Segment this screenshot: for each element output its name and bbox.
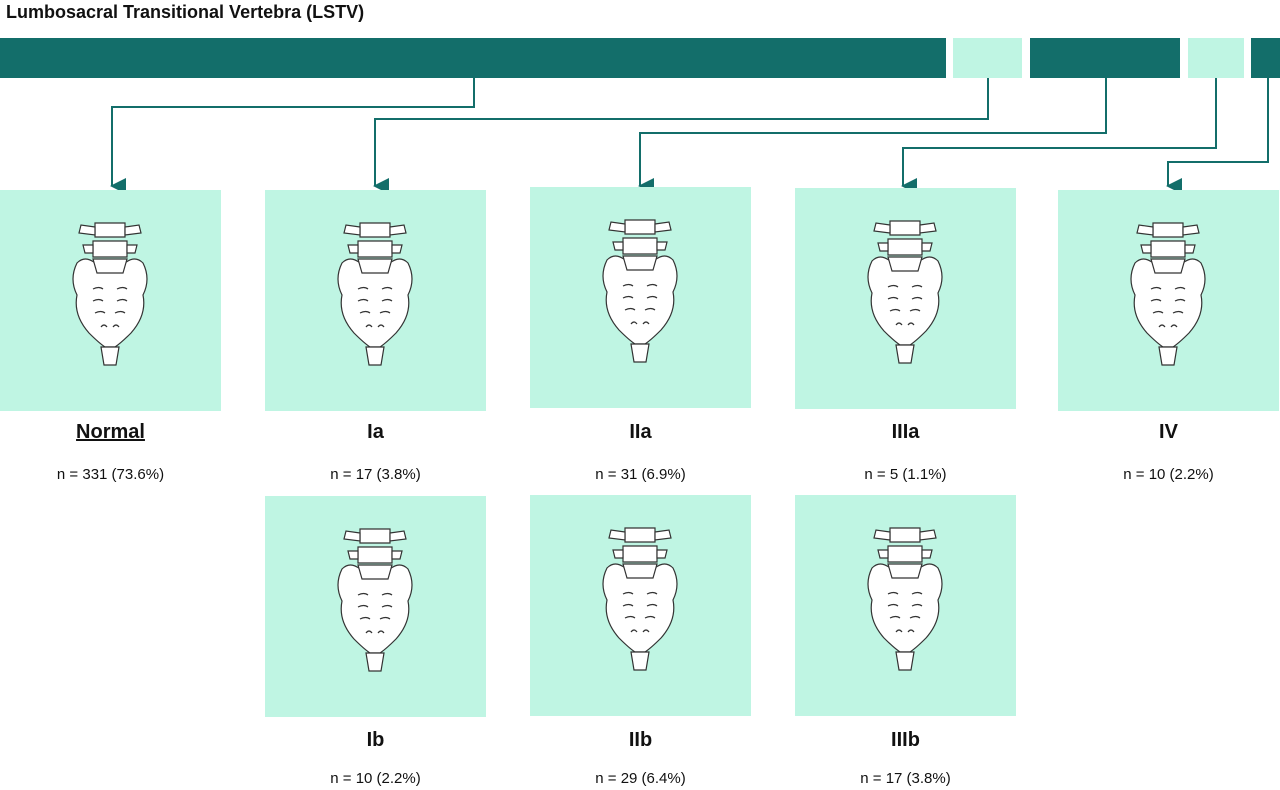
count-normal: n = 331 (73.6%) xyxy=(56,466,165,483)
count-iiia: n = 5 (1.1%) xyxy=(864,466,947,483)
bar-segment-type-ii xyxy=(1030,38,1180,78)
panel-normal xyxy=(0,190,221,411)
panel-iv xyxy=(1058,190,1279,411)
label-ia: Ia xyxy=(367,421,384,443)
panel-iiib xyxy=(795,495,1016,716)
connector-arrows xyxy=(110,78,1269,194)
spine-illustration-iib xyxy=(602,527,678,671)
connector-type-iv xyxy=(1166,78,1269,194)
diagram-title: Lumbosacral Transitional Vertebra (LSTV) xyxy=(6,2,365,22)
count-iib: n = 29 (6.4%) xyxy=(595,770,686,787)
label-iv: IV xyxy=(1159,421,1178,443)
connector-normal xyxy=(110,78,475,194)
connector-type-i xyxy=(373,78,989,194)
spine-illustration-iiib xyxy=(867,527,943,671)
label-iib: IIb xyxy=(628,729,653,751)
bar-segment-type-i xyxy=(953,38,1022,78)
label-ib: Ib xyxy=(366,729,385,751)
connector-type-ii xyxy=(638,78,1107,194)
label-iiia: IIIa xyxy=(891,421,920,443)
count-ia: n = 17 (3.8%) xyxy=(330,466,421,483)
label-iia: IIa xyxy=(629,421,652,443)
panel-iib xyxy=(530,495,751,716)
bar-segment-type-iv xyxy=(1251,38,1280,78)
label-iiib: IIIb xyxy=(891,729,920,751)
panel-ia xyxy=(265,190,486,411)
bar-segment-type-iii xyxy=(1188,38,1244,78)
spine-illustration-iiia xyxy=(867,220,943,364)
count-iia: n = 31 (6.9%) xyxy=(595,466,686,483)
spine-illustration-iia xyxy=(602,219,678,363)
count-iiib: n = 17 (3.8%) xyxy=(860,770,951,787)
spine-illustration-iv xyxy=(1130,222,1206,366)
panel-iia xyxy=(530,187,751,408)
panel-ib xyxy=(265,496,486,717)
bar-segment-normal xyxy=(0,38,946,78)
connector-type-iii xyxy=(901,78,1217,194)
spine-illustration-normal xyxy=(72,222,148,366)
panel-iiia xyxy=(795,188,1016,409)
spine-illustration-ia xyxy=(337,222,413,366)
spine-illustration-ib xyxy=(337,528,413,672)
count-ib: n = 10 (2.2%) xyxy=(330,770,421,787)
count-iv: n = 10 (2.2%) xyxy=(1123,466,1214,483)
label-normal: Normal xyxy=(76,421,145,443)
